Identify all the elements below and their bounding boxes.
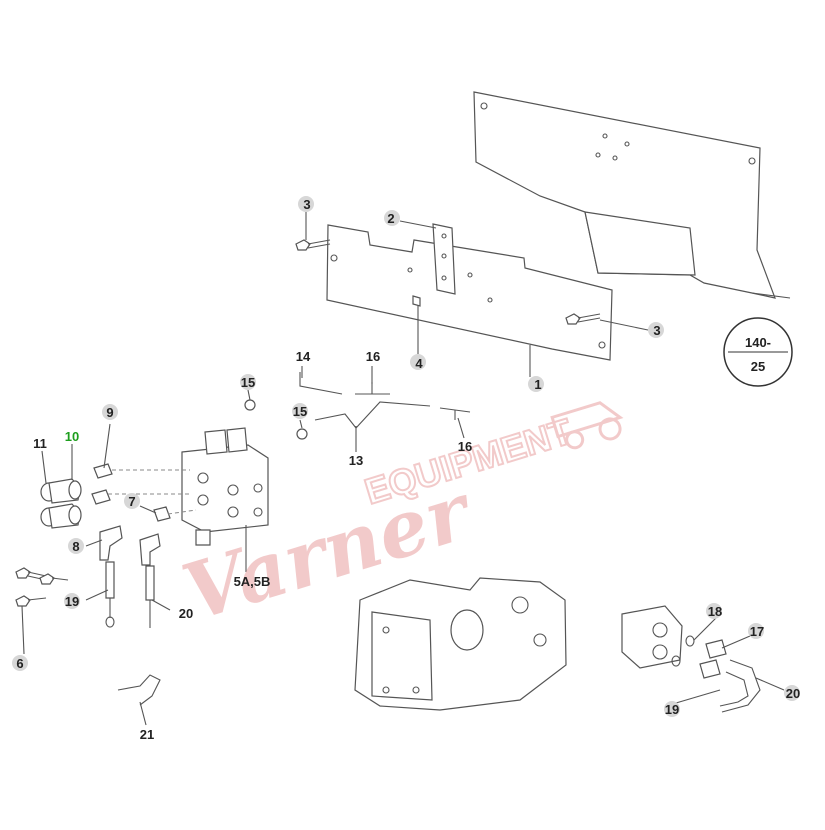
- bolt-left: [295, 239, 331, 251]
- callout-11: 11: [33, 436, 47, 451]
- reference-circle: 140- 25: [723, 317, 793, 387]
- upper-shield-plate: [473, 91, 791, 299]
- elbow-fittings: [99, 525, 161, 566]
- callout-19-right: 19: [665, 702, 679, 717]
- callout-14: 14: [296, 349, 311, 364]
- callout-3-left: 3: [303, 197, 310, 212]
- callout-20-right: 20: [786, 686, 800, 701]
- right-fitting-group: [621, 605, 761, 713]
- callout-10: 10: [65, 429, 79, 444]
- callout-21: 21: [140, 727, 154, 742]
- callout-3-right: 3: [653, 323, 660, 338]
- leader-lines: [21, 212, 785, 726]
- callout-19-left: 19: [65, 594, 79, 609]
- callout-18: 18: [708, 604, 722, 619]
- callout-7: 7: [128, 494, 135, 509]
- reference-bottom: 25: [751, 359, 765, 374]
- callout-labels: 1 2 3 3 4 5A,5B 6 7 8 9 10 11 13 14 15 1…: [16, 197, 800, 742]
- callout-8: 8: [72, 539, 79, 554]
- coupler-lower: [40, 503, 82, 529]
- screws: [15, 567, 69, 607]
- callout-9: 9: [106, 405, 113, 420]
- bracket: [412, 223, 456, 307]
- callout-1: 1: [534, 377, 541, 392]
- watermark-block: EQUIPMENT: [360, 410, 577, 512]
- hose-left: [105, 561, 155, 628]
- lift-housing: [354, 577, 567, 711]
- control-rods: [244, 372, 471, 440]
- callout-15-lower: 15: [293, 404, 307, 419]
- callout-16-lower: 16: [458, 439, 472, 454]
- fitting-9: [91, 463, 113, 505]
- callout-2: 2: [387, 211, 394, 226]
- callout-6: 6: [16, 656, 23, 671]
- callout-dots: [12, 196, 800, 717]
- callout-15-upper: 15: [241, 375, 255, 390]
- bolt-right: [565, 313, 601, 325]
- fitting-7: [153, 506, 171, 522]
- mounting-plate: [326, 224, 613, 361]
- coupler-upper: [40, 478, 82, 504]
- callout-13: 13: [349, 453, 363, 468]
- callout-4: 4: [415, 356, 423, 371]
- reference-top: 140-: [745, 335, 771, 350]
- item-21-part: [117, 674, 161, 706]
- callout-16-upper: 16: [366, 349, 380, 364]
- callout-17: 17: [750, 624, 764, 639]
- callout-5a-5b: 5A,5B: [234, 574, 271, 589]
- callout-20-left: 20: [179, 606, 193, 621]
- control-valve: [181, 427, 269, 546]
